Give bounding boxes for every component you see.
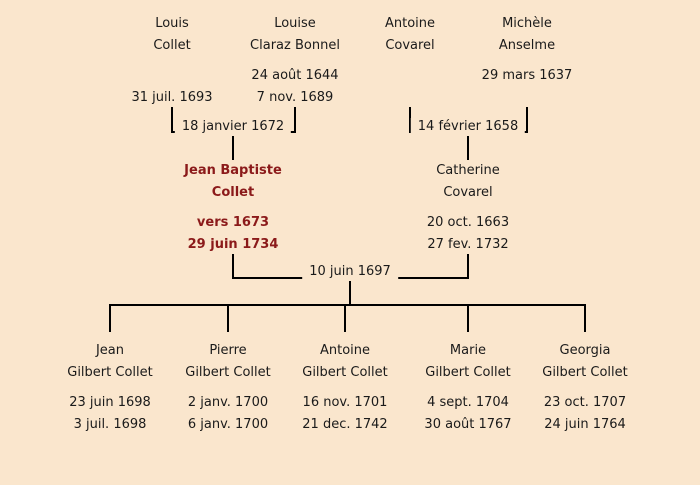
- death-date: 7 nov. 1689: [256, 90, 334, 105]
- person-louis-collet[interactable]: Louis Collet 31 juil. 1693: [97, 13, 247, 109]
- marriage-date-label: 14 février 1658: [410, 118, 526, 136]
- connector-line: [227, 304, 229, 332]
- connector-line: [349, 278, 351, 306]
- birth-date: 24 août 1644: [251, 68, 339, 83]
- person-name: Antoine: [319, 343, 371, 358]
- person-name: Jean Baptiste: [184, 163, 282, 178]
- birth-date: 29 mars 1637: [481, 68, 573, 83]
- person-name: Louis: [155, 16, 189, 31]
- connector-line: [344, 304, 346, 332]
- person-pierre-gilbert-collet[interactable]: Pierre Gilbert Collet 2 janv. 1700 6 jan…: [153, 340, 303, 436]
- person-name: Gilbert Collet: [185, 365, 271, 380]
- person-catherine-covarel[interactable]: Catherine Covarel 20 oct. 1663 27 fev. 1…: [393, 160, 543, 256]
- birth-date: 20 oct. 1663: [426, 215, 510, 230]
- person-name: Michèle: [502, 16, 552, 31]
- person-jean-gilbert-collet[interactable]: Jean Gilbert Collet 23 juin 1698 3 juil.…: [35, 340, 185, 436]
- person-name: Louise: [274, 16, 316, 31]
- connector-line: [232, 254, 234, 279]
- death-date: 3 juil. 1698: [73, 417, 147, 432]
- connector-line: [171, 107, 173, 133]
- spacer: [158, 204, 308, 212]
- person-name: Claraz Bonnel: [250, 38, 340, 53]
- birth-date: vers 1673: [196, 215, 270, 230]
- death-date: 27 fev. 1732: [427, 237, 509, 252]
- connector-line: [109, 304, 586, 306]
- person-michele-anselme[interactable]: Michèle Anselme 29 mars 1637: [452, 13, 602, 109]
- person-antoine-gilbert-collet[interactable]: Antoine Gilbert Collet 16 nov. 1701 21 d…: [270, 340, 420, 436]
- marriage-date-label: 18 janvier 1672: [174, 118, 292, 136]
- birth-date: 2 janv. 1700: [187, 395, 269, 410]
- person-name: Covarel: [443, 185, 493, 200]
- person-georgia-gilbert-collet[interactable]: Georgia Gilbert Collet 23 oct. 1707 24 j…: [510, 340, 660, 436]
- person-antoine-covarel[interactable]: Antoine Covarel: [335, 13, 485, 109]
- death-date: 31 juil. 1693: [131, 90, 213, 105]
- connector-line: [584, 304, 586, 332]
- connector-line: [467, 304, 469, 332]
- person-name: Jean: [95, 343, 125, 358]
- person-name: Anselme: [498, 38, 556, 53]
- person-name: Pierre: [209, 343, 247, 358]
- person-name: Gilbert Collet: [302, 365, 388, 380]
- marriage-date-label: 10 juin 1697: [302, 263, 398, 281]
- connector-line: [467, 132, 469, 160]
- connector-line: [526, 107, 528, 133]
- death-date: 21 dec. 1742: [302, 417, 388, 432]
- person-name: Gilbert Collet: [542, 365, 628, 380]
- person-name: Catherine: [436, 163, 500, 178]
- birth-date: 23 oct. 1707: [543, 395, 627, 410]
- spacer: [510, 384, 660, 392]
- person-name: Covarel: [385, 38, 435, 53]
- person-name: Antoine: [384, 16, 436, 31]
- birth-date: 23 juin 1698: [69, 395, 151, 410]
- person-name: Collet: [211, 185, 255, 200]
- person-louise-claraz-bonnel[interactable]: Louise Claraz Bonnel 24 août 1644 7 nov.…: [220, 13, 370, 109]
- death-date: 29 juin 1734: [187, 237, 279, 252]
- spacer: [452, 57, 602, 65]
- person-marie-gilbert-collet[interactable]: Marie Gilbert Collet 4 sept. 1704 30 aoû…: [393, 340, 543, 436]
- connector-line: [467, 254, 469, 279]
- person-name: Collet: [153, 38, 191, 53]
- connector-line: [232, 132, 234, 160]
- person-name: Marie: [449, 343, 487, 358]
- person-name: Gilbert Collet: [67, 365, 153, 380]
- birth-date: 4 sept. 1704: [427, 395, 509, 410]
- death-date: [452, 87, 602, 109]
- connector-line: [109, 304, 111, 332]
- connector-line: [294, 107, 296, 133]
- birth-date: 16 nov. 1701: [302, 395, 388, 410]
- death-date: 24 juin 1764: [544, 417, 626, 432]
- spacer: [393, 204, 543, 212]
- death-date: 6 janv. 1700: [187, 417, 269, 432]
- person-jean-baptiste-collet[interactable]: Jean Baptiste Collet vers 1673 29 juin 1…: [158, 160, 308, 256]
- connector-line: [409, 107, 411, 133]
- person-name: Georgia: [559, 343, 611, 358]
- death-date: 30 août 1767: [424, 417, 512, 432]
- person-name: Gilbert Collet: [425, 365, 511, 380]
